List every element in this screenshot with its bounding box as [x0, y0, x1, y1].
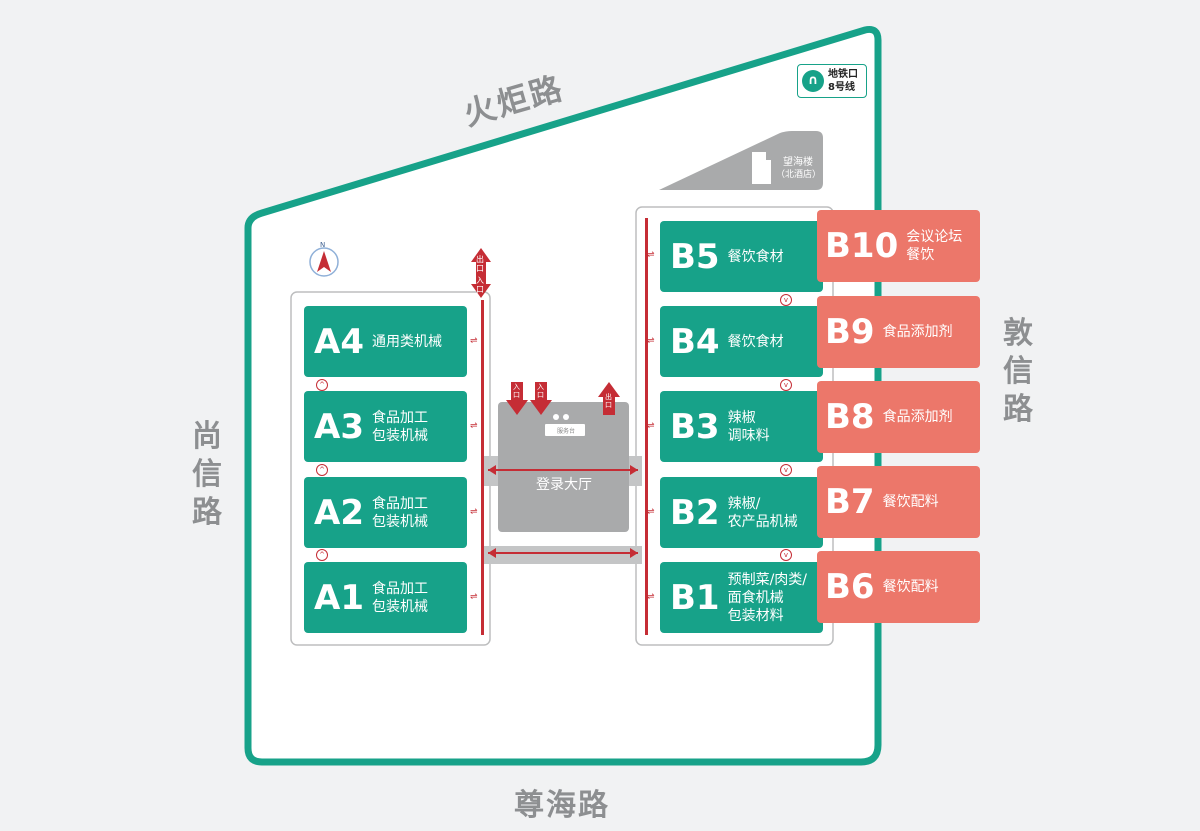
rail-b: [645, 218, 648, 635]
lobby-entrance-label-2: 入口: [537, 383, 544, 399]
hall-b5-code: B5: [670, 236, 720, 277]
hall-b5[interactable]: B5 餐饮食材: [660, 221, 823, 292]
hall-b1[interactable]: B1 预制菜/肉类/ 面食机械 包装材料: [660, 562, 823, 633]
metro-line1: 地铁口: [828, 69, 858, 80]
hall-a4-code: A4: [314, 321, 364, 362]
gate-entrance-label: 入口: [476, 276, 484, 294]
south-hotel-sub: （南酒店）: [367, 701, 437, 717]
hall-b5-desc: 餐饮食材: [727, 248, 784, 265]
compass-label: N: [320, 241, 326, 249]
door-arrow-icon: ⇌: [647, 507, 655, 517]
hall-a3[interactable]: A3 食品加工 包装机械: [304, 391, 467, 462]
hall-b9[interactable]: B9 食品添加剂: [817, 296, 980, 368]
road-east: 敦信路: [1003, 316, 1035, 427]
hall-b7[interactable]: B7 餐饮配料: [817, 466, 980, 538]
south-hotel-building-icon: [327, 680, 353, 718]
hall-b1-desc: 预制菜/肉类/ 面食机械 包装材料: [727, 571, 808, 624]
b-connector-icon: v: [780, 379, 792, 391]
metro-badge[interactable]: ∩ 地铁口 8号线: [797, 64, 867, 98]
hall-b2-desc: 辣椒/ 农产品机械: [727, 495, 798, 530]
hall-b3-code: B3: [670, 406, 720, 447]
metro-icon: ∩: [802, 70, 824, 92]
south-hotel-name: 观海楼: [381, 683, 423, 699]
hall-a4[interactable]: A4 通用类机械: [304, 306, 467, 377]
b-connector-icon: v: [780, 464, 792, 476]
main-gate-arrow: [471, 248, 491, 298]
door-arrow-icon: ⇌: [470, 421, 478, 431]
north-hotel-block: [659, 131, 823, 190]
door-arrow-icon: ⇌: [470, 336, 478, 346]
north-hotel-building-icon: [752, 152, 771, 184]
door-arrow-icon: ⇌: [647, 421, 655, 431]
hall-b4-code: B4: [670, 321, 720, 362]
hall-a1[interactable]: A1 食品加工 包装机械: [304, 562, 467, 633]
road-west: 尚信路: [192, 419, 224, 530]
a-connector-icon: ^: [316, 549, 328, 561]
north-hotel-label[interactable]: 望海楼 （北酒店）: [776, 156, 822, 182]
road-south: 尊海路: [514, 788, 610, 823]
hall-b6-desc: 餐饮配料: [882, 579, 939, 595]
hall-a2-code: A2: [314, 492, 364, 533]
hall-b7-code: B7: [825, 482, 875, 522]
lobby-block: [498, 402, 629, 532]
service-desk-icon: [545, 414, 585, 436]
metro-line2: 8号线: [828, 82, 855, 93]
hall-b3[interactable]: B3 辣椒 调味料: [660, 391, 823, 462]
lobby-exit-label: 出口: [605, 393, 612, 409]
lobby-exit-arrow: [598, 382, 620, 415]
hall-b8-code: B8: [825, 397, 875, 437]
hall-b8[interactable]: B8 食品添加剂: [817, 381, 980, 453]
corridor-lower: [483, 546, 642, 564]
hall-a4-desc: 通用类机械: [371, 333, 442, 350]
hall-a3-desc: 食品加工 包装机械: [371, 409, 428, 444]
hall-b9-desc: 食品添加剂: [882, 324, 953, 340]
hall-b6[interactable]: B6 餐饮配料: [817, 551, 980, 623]
hall-b3-desc: 辣椒 调味料: [727, 409, 770, 444]
hall-b10-code: B10: [825, 226, 899, 266]
a-connector-icon: ^: [316, 464, 328, 476]
service-desk-label: 服务台: [556, 428, 575, 435]
hall-b2[interactable]: B2 辣椒/ 农产品机械: [660, 477, 823, 548]
hall-b7-desc: 餐饮配料: [882, 494, 939, 510]
door-arrow-icon: ⇌: [647, 592, 655, 602]
lobby-entrance-arrow-2: [530, 382, 552, 415]
b-connector-icon: v: [780, 549, 792, 561]
hall-b8-desc: 食品添加剂: [882, 409, 953, 425]
rail-a: [481, 300, 484, 635]
hall-b4-desc: 餐饮食材: [727, 333, 784, 350]
hall-b4[interactable]: B4 餐饮食材: [660, 306, 823, 377]
hall-b2-code: B2: [670, 492, 720, 533]
north-hotel-name: 望海楼: [783, 157, 813, 168]
b-connector-icon: v: [780, 294, 792, 306]
south-hotel-label: 观海楼 （南酒店）: [362, 682, 442, 718]
hall-a1-desc: 食品加工 包装机械: [371, 580, 428, 615]
hall-b10[interactable]: B10 会议论坛 餐饮: [817, 210, 980, 282]
compass-icon: [309, 247, 339, 277]
door-arrow-icon: ⇌: [470, 507, 478, 517]
hall-a1-code: A1: [314, 577, 364, 618]
hall-b6-code: B6: [825, 567, 875, 607]
door-arrow-icon: ⇌: [470, 592, 478, 602]
a-connector-icon: ^: [316, 379, 328, 391]
hall-a2[interactable]: A2 食品加工 包装机械: [304, 477, 467, 548]
lobby-entrance-arrow-1: [506, 382, 528, 415]
hall-b1-code: B1: [670, 577, 720, 618]
hall-a2-desc: 食品加工 包装机械: [371, 495, 428, 530]
door-arrow-icon: ⇌: [647, 250, 655, 260]
door-arrow-icon: ⇌: [647, 336, 655, 346]
lobby-entrance-label-1: 入口: [513, 383, 520, 399]
hall-a3-code: A3: [314, 406, 364, 447]
north-hotel-sub: （北酒店）: [776, 170, 822, 180]
gate-exit-label: 出口: [476, 255, 484, 273]
hall-b9-code: B9: [825, 312, 875, 352]
lobby-label[interactable]: 登录大厅: [536, 477, 592, 493]
hall-b10-desc: 会议论坛 餐饮: [906, 229, 963, 263]
